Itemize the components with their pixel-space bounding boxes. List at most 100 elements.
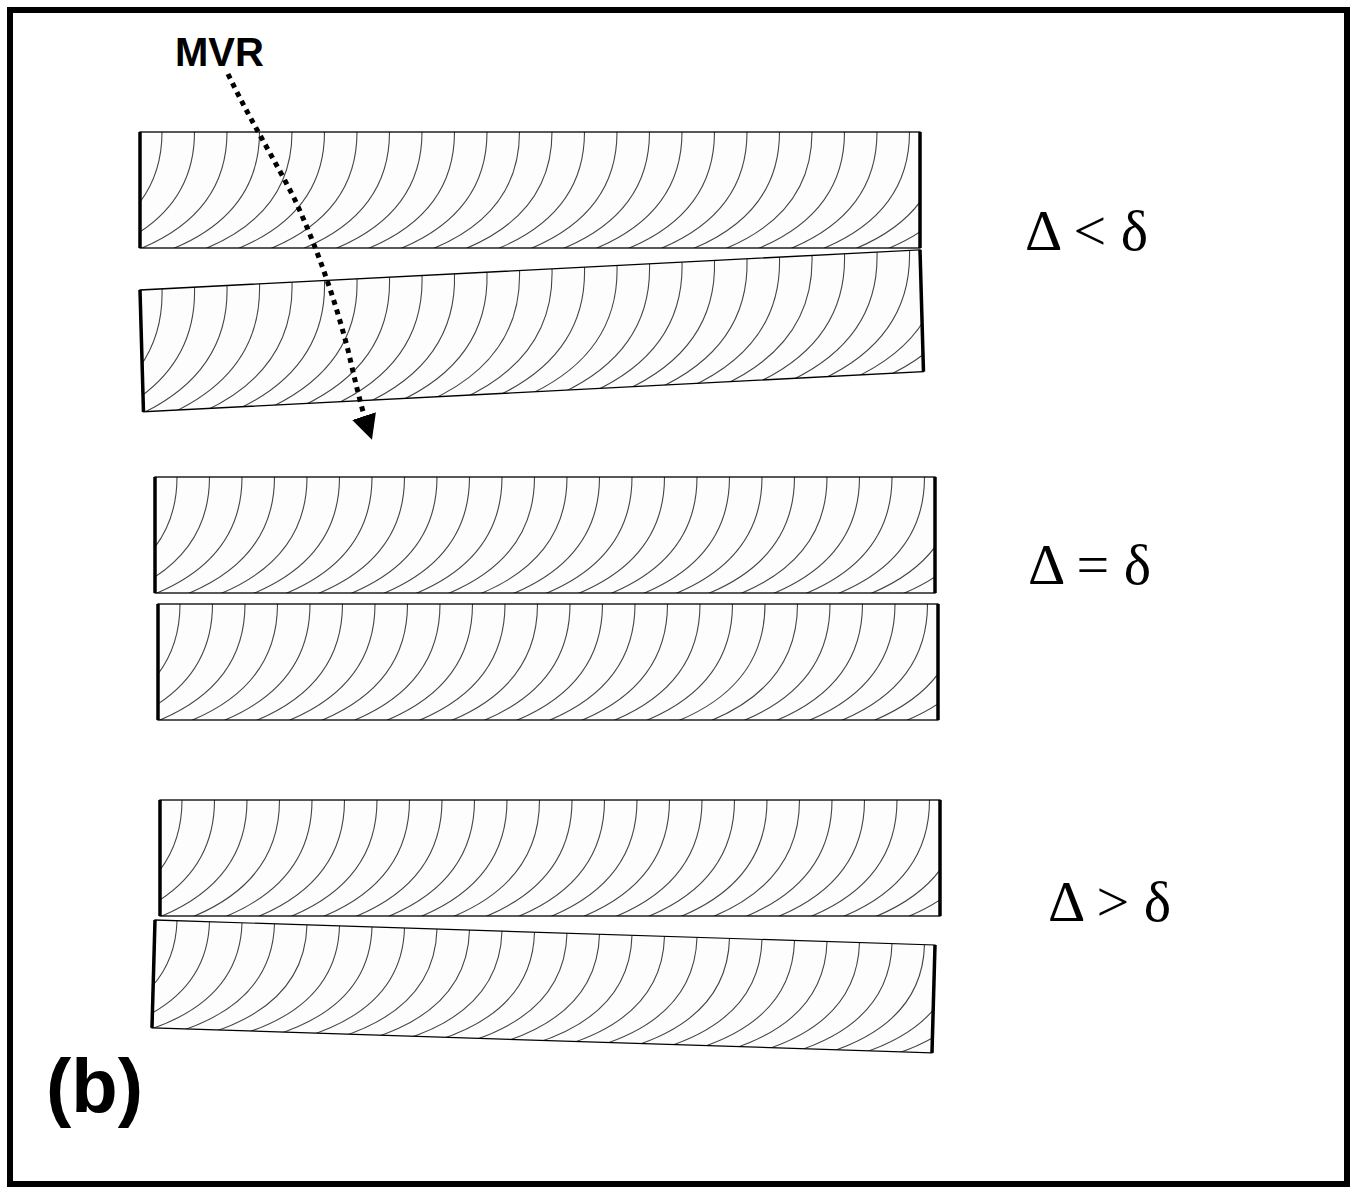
arrow-label: MVR: [175, 32, 264, 72]
grain-line: [392, 272, 491, 403]
grain-line: [457, 269, 556, 400]
grain-line: [865, 604, 938, 720]
grain-line: [664, 936, 762, 1051]
grain-line: [620, 260, 719, 391]
grain-line: [342, 477, 437, 593]
grain-line: [898, 604, 939, 720]
bar-outline: [140, 132, 920, 248]
grain-line: [230, 281, 329, 412]
grain-line: [501, 931, 599, 1046]
grain-line: [140, 132, 162, 248]
bar-end: [152, 920, 155, 1028]
grain-line: [729, 938, 827, 1052]
grain-line: [160, 800, 247, 916]
bar-end: [138, 132, 142, 248]
grain-line: [310, 477, 405, 593]
grain-line: [761, 940, 859, 1053]
grain-line: [555, 132, 650, 248]
grain-line: [685, 132, 780, 248]
condition-label: Δ < δ: [1025, 202, 1148, 260]
grain-line: [540, 604, 635, 720]
grain-line: [490, 132, 585, 248]
grain-line: [410, 604, 505, 720]
grain-line: [140, 132, 195, 248]
grain-line: [230, 132, 325, 248]
grain-line: [371, 927, 469, 1042]
frame: [10, 10, 1347, 1184]
bar-fill: [155, 477, 935, 593]
grain-line: [924, 945, 935, 1053]
grain-line: [183, 604, 278, 720]
grain-line: [833, 604, 928, 720]
grain-line: [685, 257, 784, 388]
grain-line: [327, 132, 422, 248]
grain-line: [250, 800, 345, 916]
grain-line: [815, 250, 914, 381]
grain-line: [652, 259, 751, 390]
grain-line: [620, 132, 715, 248]
grain-line: [835, 800, 930, 916]
grain-line: [407, 477, 502, 593]
grain-line: [262, 132, 357, 248]
grain-line: [140, 289, 166, 412]
grain-line: [472, 477, 567, 593]
grain-line: [815, 132, 910, 248]
grain-line: [667, 477, 762, 593]
grain-line: [602, 477, 697, 593]
grain-line: [262, 279, 361, 410]
grain-line: [927, 477, 935, 593]
grain-line: [404, 928, 502, 1043]
grain-line: [765, 477, 860, 593]
bar-end: [918, 132, 922, 248]
grain-line: [522, 265, 621, 396]
grain-line: [313, 604, 408, 720]
upper-bar: [82, 477, 1022, 597]
grain-line: [635, 477, 730, 593]
grain-line: [165, 132, 260, 248]
grain-line: [652, 132, 747, 248]
grain-line: [274, 924, 372, 1039]
grain-hatching: [140, 132, 920, 248]
grain-line: [306, 925, 404, 1040]
grain-line: [155, 477, 242, 593]
grain-line: [152, 920, 242, 1034]
grain-line: [280, 604, 375, 720]
bar-outline: [158, 604, 938, 720]
grain-line: [605, 604, 700, 720]
grain-line: [158, 604, 245, 720]
grain-line: [375, 477, 470, 593]
grain-line: [140, 286, 231, 412]
grain-line: [672, 800, 767, 916]
grain-line: [158, 604, 213, 720]
grain-line: [215, 604, 310, 720]
grain-line: [587, 132, 682, 248]
grain-line: [522, 132, 617, 248]
bar-outline: [160, 800, 940, 916]
grain-line: [800, 604, 895, 720]
grain-line: [570, 477, 665, 593]
bar-fill: [158, 604, 938, 720]
bar-end: [156, 604, 160, 720]
grain-line: [735, 604, 830, 720]
bar-end: [920, 250, 923, 372]
upper-bar: [87, 800, 1027, 920]
grain-line: [212, 477, 307, 593]
grain-hatching: [158, 604, 938, 720]
grain-line: [282, 800, 377, 916]
grain-line: [440, 477, 535, 593]
grain-line: [607, 800, 702, 916]
panel-label: (b): [46, 1048, 143, 1124]
grain-line: [508, 604, 603, 720]
grain-line: [575, 800, 670, 916]
grain-hatching: [160, 800, 940, 916]
grain-line: [932, 800, 940, 916]
grain-line: [700, 477, 795, 593]
bar-end: [933, 477, 937, 593]
bar-end: [140, 290, 143, 412]
grain-line: [158, 604, 180, 720]
grain-line: [802, 800, 897, 916]
grain-hatching: [155, 477, 935, 593]
bar-outline: [152, 920, 935, 1053]
bar-end: [936, 604, 940, 720]
grain-line: [339, 926, 437, 1041]
